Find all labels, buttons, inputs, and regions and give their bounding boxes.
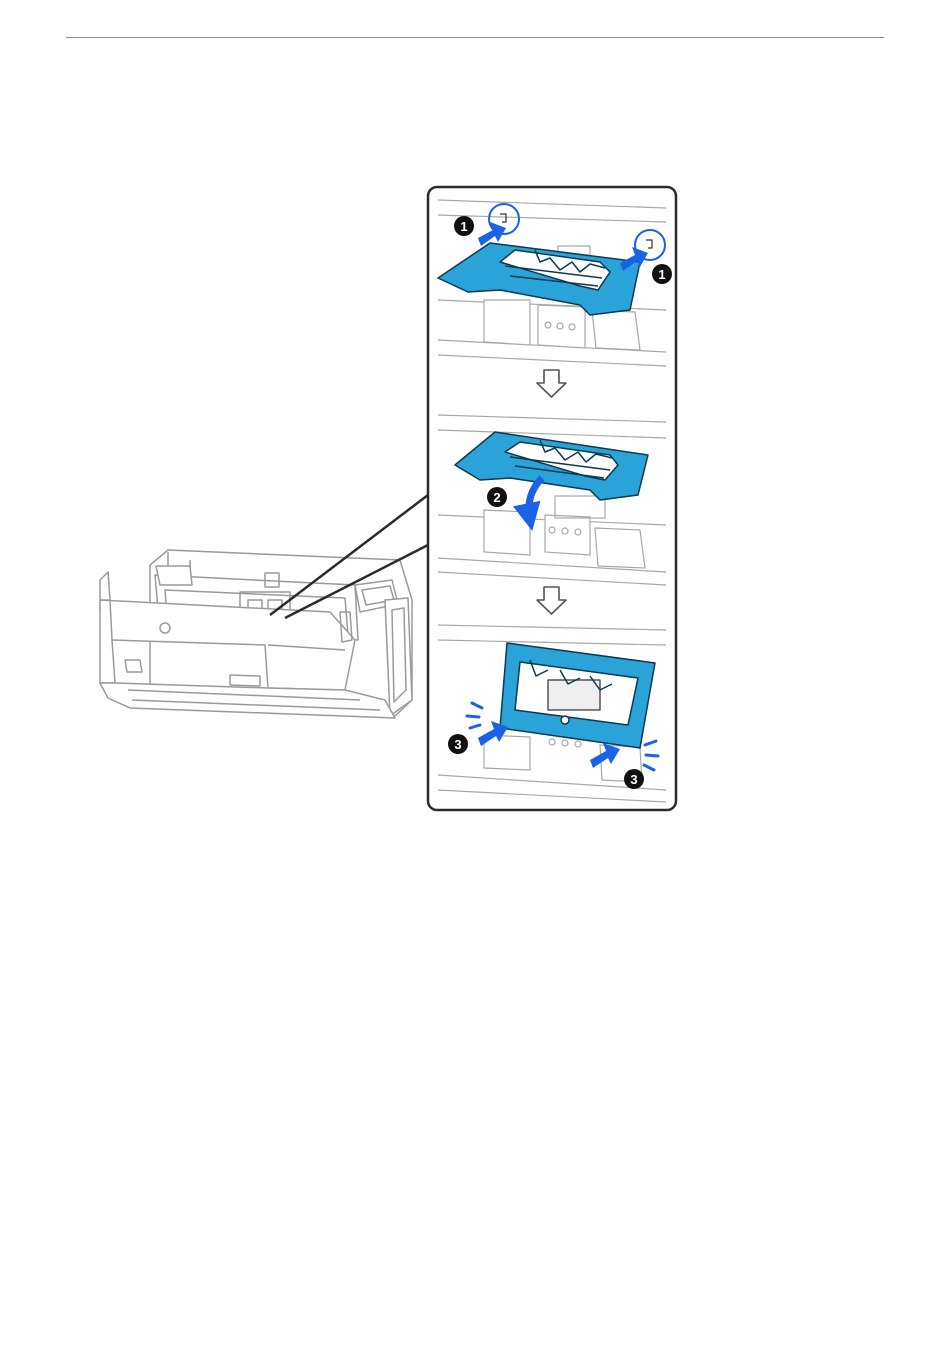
svg-text:2: 2: [493, 490, 500, 505]
svg-text:3: 3: [630, 772, 637, 787]
svg-text:1: 1: [460, 219, 467, 234]
step1-badge: 1: [454, 216, 474, 236]
step3-badge: 3: [624, 769, 644, 789]
step2-badge: 2: [487, 487, 507, 507]
svg-text:3: 3: [454, 737, 461, 752]
step3-badge: 3: [448, 734, 468, 754]
svg-text:1: 1: [658, 267, 665, 282]
step1-badge: 1: [652, 264, 672, 284]
scanner-drawing: [100, 550, 412, 718]
